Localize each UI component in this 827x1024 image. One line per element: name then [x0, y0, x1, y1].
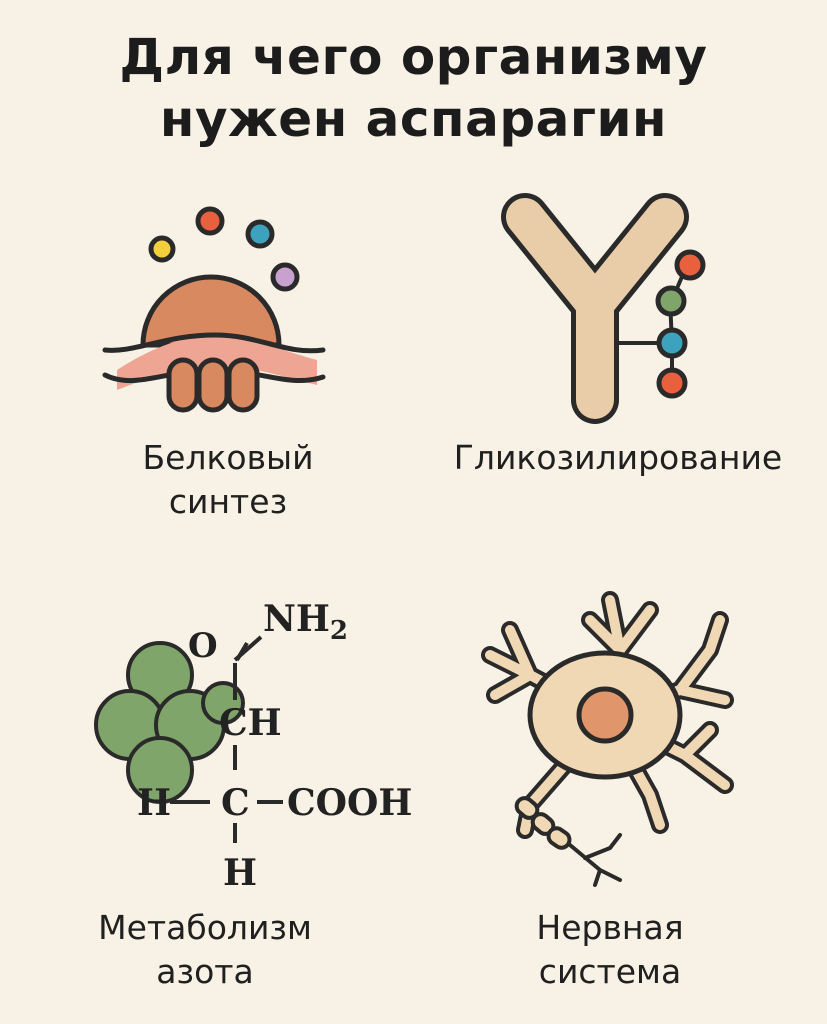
amino-dot-yellow — [148, 235, 176, 263]
formula-cooh: COOH — [287, 782, 412, 824]
glycan-dot-red-2 — [656, 367, 688, 399]
antibody-icon — [501, 193, 706, 424]
glycan-dot-red — [674, 249, 706, 281]
formula-ch: CH — [219, 702, 282, 744]
nervous-system-label: Нервная система — [536, 908, 684, 991]
amino-dot-red — [195, 206, 225, 236]
glycan-dot-blue — [656, 327, 688, 359]
formula-o: O — [188, 626, 218, 666]
title-line-2: нужен аспарагин — [159, 90, 668, 148]
amino-dot-blue — [245, 219, 275, 249]
glycosylation-label: Гликозилирование — [453, 438, 783, 477]
formula-c: C — [221, 782, 250, 824]
title-line-1: Для чего организму — [119, 28, 708, 86]
amino-dot-lilac — [270, 262, 300, 292]
ribosome-large-subunit — [140, 274, 282, 348]
ribosome-icon — [102, 206, 326, 413]
glycan-dot-green — [655, 285, 687, 317]
asparagine-formula-icon: NH2 O CH H C COOH H — [94, 598, 412, 894]
protein-synthesis-label: Белковый синтез — [142, 438, 314, 521]
formula-nh2: NH2 — [263, 598, 348, 646]
nucleus — [576, 686, 634, 744]
page-title: Для чего организму нужен аспарагин — [0, 26, 827, 150]
formula-h-bottom: H — [223, 852, 257, 894]
formula-h-left: H — [137, 782, 171, 824]
neuron-icon — [481, 591, 734, 887]
nitrogen-metabolism-label: Метаболизм азота — [98, 908, 312, 991]
